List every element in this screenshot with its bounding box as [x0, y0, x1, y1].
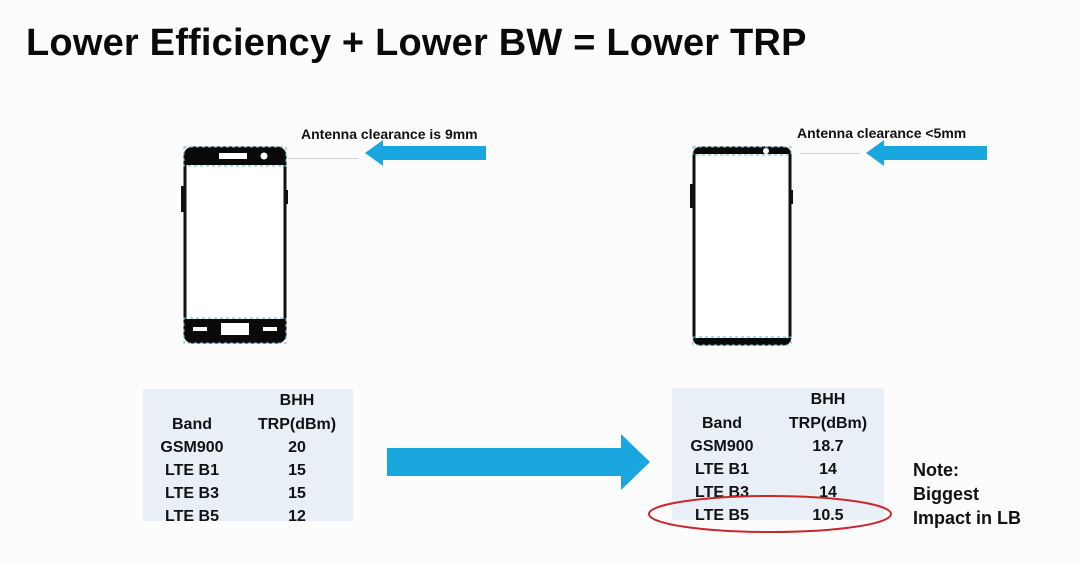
table-row: LTE B1 15: [143, 459, 353, 482]
trp-cell: 15: [288, 462, 306, 479]
trp-cell: 12: [288, 508, 306, 525]
phone-5mm-clearance-illustration: [690, 146, 793, 346]
band-cell: LTE B3: [165, 485, 219, 502]
table-header-band-line1: [143, 389, 241, 413]
note-text: Note: Biggest Impact in LB: [913, 458, 1021, 530]
band-cell: LTE B5: [695, 507, 749, 524]
table-row: LTE B3 15: [143, 482, 353, 505]
table-header-trp: TRP(dBm): [257, 416, 337, 433]
trp-cell: 14: [819, 461, 837, 478]
note-line: Impact in LB: [913, 508, 1022, 528]
arrow-left-icon: [365, 140, 486, 166]
table-header-band-line1: [672, 388, 772, 412]
band-cell: LTE B1: [695, 461, 749, 478]
table-header-trp-line1: BHH: [279, 392, 315, 409]
trp-table-9mm: BHH Band TRP(dBm) GSM900 20 LTE B1 15 LT…: [143, 389, 353, 525]
phone-9mm-clearance-illustration: [181, 146, 288, 344]
table-row: GSM900 18.7: [672, 435, 884, 458]
antenna-clearance-callout-right: Antenna clearance <5mm: [797, 125, 967, 141]
table-header-band: Band: [702, 415, 742, 432]
slide-title: Lower Efficiency + Lower BW = Lower TRP: [26, 22, 807, 64]
table-header-trp-line1: BHH: [810, 391, 846, 408]
table-header-trp: TRP(dBm): [788, 415, 868, 432]
band-cell: GSM900: [690, 438, 754, 455]
callout-leader-line: [288, 158, 358, 159]
note-line: Note:: [913, 460, 959, 480]
trp-table-5mm: BHH Band TRP(dBm) GSM900 18.7 LTE B1 14 …: [672, 388, 884, 524]
band-cell: GSM900: [160, 439, 224, 456]
callout-leader-line: [800, 153, 860, 154]
trp-cell: 10.5: [812, 507, 844, 524]
table-header-band: Band: [172, 416, 212, 433]
highlight-ellipse: [648, 495, 892, 533]
band-cell: LTE B1: [165, 462, 219, 479]
trp-cell: 14: [819, 484, 837, 501]
trp-cell: 18.7: [812, 438, 844, 455]
arrow-right-icon: [387, 434, 650, 490]
table-row: GSM900 20: [143, 436, 353, 459]
table-row-highlighted: LTE B5 10.5: [672, 504, 884, 527]
arrow-left-icon: [866, 140, 987, 166]
table-row: LTE B1 14: [672, 458, 884, 481]
trp-cell: 20: [288, 439, 306, 456]
note-line: Biggest: [913, 484, 980, 504]
trp-cell: 15: [288, 485, 306, 502]
table-row: LTE B5 12: [143, 505, 353, 528]
antenna-clearance-callout-left: Antenna clearance is 9mm: [301, 126, 478, 142]
band-cell: LTE B5: [165, 508, 219, 525]
